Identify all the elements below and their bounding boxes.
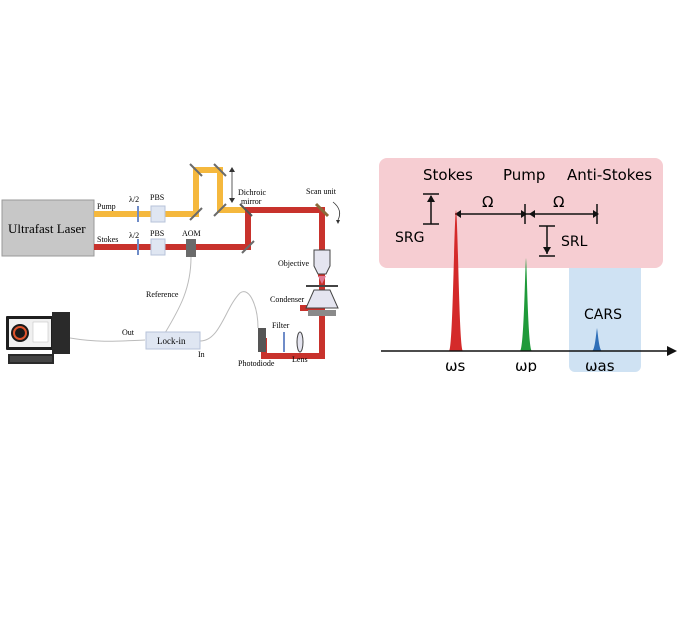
dichroic-label-1: Dichroic — [238, 188, 266, 197]
detection-lens — [296, 331, 304, 353]
aom-label: AOM — [182, 229, 201, 238]
out-label: Out — [122, 328, 135, 337]
wp-label: ωp — [515, 357, 537, 372]
condenser-lens — [305, 289, 339, 309]
omega-label-2: Ω — [553, 193, 564, 211]
objective-lens — [313, 249, 331, 275]
pump-peak — [520, 258, 532, 351]
pbs-cube-2 — [150, 238, 166, 256]
dichroic-mirror — [239, 203, 253, 217]
omega-label-1: Ω — [482, 193, 493, 211]
laser-label: Ultrafast Laser — [8, 221, 86, 236]
pbs-label-2: PBS — [150, 229, 164, 238]
pbs-label-1: PBS — [150, 193, 164, 202]
stokes-header: Stokes — [423, 166, 473, 184]
condenser-label: Condenser — [270, 295, 305, 304]
reference-label: Reference — [146, 290, 179, 299]
stokes-peak — [449, 210, 463, 351]
stokes-label: Stokes — [97, 235, 118, 244]
photodiode-label: Photodiode — [238, 359, 275, 368]
computer-icon — [6, 312, 70, 364]
condenser-base — [308, 310, 336, 316]
srg-label: SRG — [395, 230, 424, 246]
ws-label: ωs — [445, 357, 466, 372]
pump-beam — [94, 167, 246, 217]
signal-cable — [199, 291, 259, 342]
lens-label: Lens — [292, 355, 308, 364]
photodiode — [258, 328, 266, 352]
aom-box — [186, 239, 196, 257]
lock-in-box — [145, 331, 201, 350]
setup-schematic: Ultrafast Laser Pump Stokes λ/2 λ/2 PBS … — [0, 158, 353, 372]
scan-unit-label: Scan unit — [306, 187, 337, 196]
dichroic-label-2: mirror — [241, 197, 262, 206]
blue-region — [569, 268, 641, 372]
mirrors — [189, 163, 255, 254]
pump-header: Pump — [503, 166, 545, 184]
cars-peak — [592, 328, 602, 351]
scan-mirror — [314, 202, 330, 218]
objective-label: Objective — [278, 259, 310, 268]
pbs-cube-1 — [150, 205, 166, 223]
laser-box — [1, 199, 95, 257]
was-label: ωas — [585, 357, 615, 372]
anti-stokes-header: Anti-Stokes — [567, 166, 652, 184]
pump-label: Pump — [97, 202, 116, 211]
output-cable — [69, 337, 146, 342]
cars-label: CARS — [584, 307, 622, 323]
half-wave-label-2: λ/2 — [129, 231, 139, 240]
spectrum-diagram: Stokes Pump Anti-Stokes Ω Ω SRG SRL CARS… — [379, 158, 683, 375]
srl-label: SRL — [561, 234, 588, 250]
half-wave-label-1: λ/2 — [129, 195, 139, 204]
reference-cable — [164, 256, 192, 334]
lock-in-label: Lock-in — [157, 336, 186, 346]
in-label: In — [198, 350, 205, 359]
filter-label: Filter — [272, 321, 290, 330]
